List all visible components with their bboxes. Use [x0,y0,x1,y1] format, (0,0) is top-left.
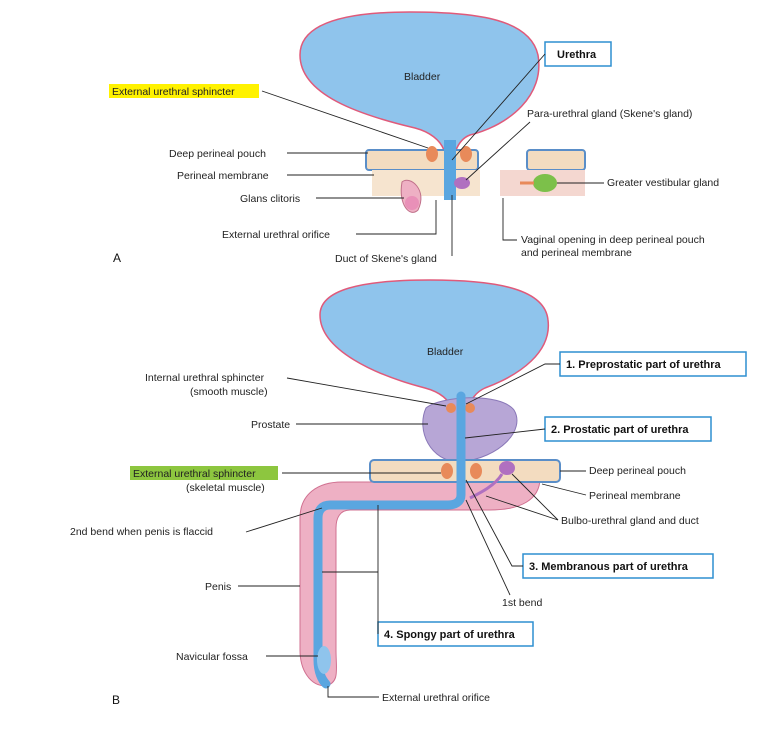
leader-membranous [465,479,523,567]
label-deep-perineal-pouch-b: Deep perineal pouch [589,465,686,477]
box-membranous [522,553,714,579]
leader-preprostatic [465,363,560,405]
navicular-fossa [317,646,331,674]
highlight-external-sphincter-b [130,466,278,480]
label-external-sphincter-b-1: External urethral sphincter [133,468,256,480]
label-preprostatic: 1. Preprostatic part of urethra [566,359,722,371]
label-vaginal-opening-2: and perineal membrane [521,247,632,259]
external-sphincter-b-left [441,463,453,479]
bulbo-urethral-duct [469,473,504,500]
label-para-urethral-gland: Para-urethral gland (Skene's gland) [527,108,692,120]
leader-para-urethral [465,121,531,181]
label-duct-skenes-gland: Duct of Skene's gland [335,253,437,265]
label-glans-clitoris: Glans clitoris [240,193,300,205]
label-bladder-b: Bladder [427,346,464,358]
leader-orifice-b [327,686,379,698]
deep-perineal-pouch-a-right [526,149,586,171]
box-spongy [377,621,534,647]
panel-b-letter: B [112,693,120,707]
label-perineal-membrane-b: Perineal membrane [589,490,681,502]
label-bladder-a: Bladder [404,71,441,83]
internal-sphincter-left [446,403,456,413]
bulbo-urethral-gland [499,461,515,475]
panel-a-letter: A [113,251,121,265]
urethra-a-box [544,41,612,67]
label-spongy: 4. Spongy part of urethra [384,629,516,641]
label-penis: Penis [205,581,231,593]
leader-internal-sphincter [286,377,447,407]
highlight-external-sphincter-a [109,84,259,98]
glans-clitoris-tip [405,196,419,210]
label-urethra-a: Urethra [557,49,597,61]
leader-bulbo-urethral-1 [511,473,559,521]
leader-first-bend [465,499,511,596]
label-prostate: Prostate [251,419,290,431]
penis [299,466,541,687]
label-deep-perineal-pouch-a: Deep perineal pouch [169,148,266,160]
urethra-a [444,140,456,200]
leader-orifice-a [356,200,437,235]
label-vaginal-opening-1: Vaginal opening in deep perineal pouch [521,234,705,246]
prostate [422,397,518,463]
label-perineal-membrane-a: Perineal membrane [177,170,269,182]
label-external-urethral-orifice-b: External urethral orifice [382,692,490,704]
box-prostatic [544,416,712,442]
panel-a: External urethral sphincter Deep perinea… [109,11,719,265]
label-first-bend: 1st bend [502,597,542,609]
label-internal-sphincter-1: Internal urethral sphincter [145,372,265,384]
box-preprostatic [559,351,747,377]
label-bulbo-urethral: Bulbo-urethral gland and duct [561,515,699,527]
leader-perineal-membrane-b [541,483,587,496]
label-external-urethral-orifice-a: External urethral orifice [222,229,330,241]
label-membranous: 3. Membranous part of urethra [529,561,689,573]
leader-bulbo-urethral-2 [485,495,559,521]
label-external-urethral-sphincter-a: External urethral sphincter [112,86,235,98]
label-prostatic: 2. Prostatic part of urethra [551,424,689,436]
internal-sphincter-right [465,403,475,413]
bladder-b [319,279,549,411]
bladder-a [299,11,540,151]
leader-urethra-a [451,53,546,161]
label-external-sphincter-b-2: (skeletal muscle) [186,482,265,494]
label-internal-sphincter-2: (smooth muscle) [190,386,268,398]
greater-vestibular-gland [533,174,557,192]
panel-b: Internal urethral sphincter (smooth musc… [70,279,747,707]
label-greater-vestibular-gland: Greater vestibular gland [607,177,719,189]
leader-second-bend [245,507,323,533]
label-second-bend: 2nd bend when penis is flaccid [70,526,213,538]
leader-external-sphincter-a [261,90,429,149]
leader-vaginal-opening [502,198,517,241]
external-sphincter-b-right [470,463,482,479]
label-navicular-fossa: Navicular fossa [176,651,248,663]
external-sphincter-a-right [460,146,472,162]
leader-prostatic [464,428,546,439]
external-sphincter-a-left [426,146,438,162]
